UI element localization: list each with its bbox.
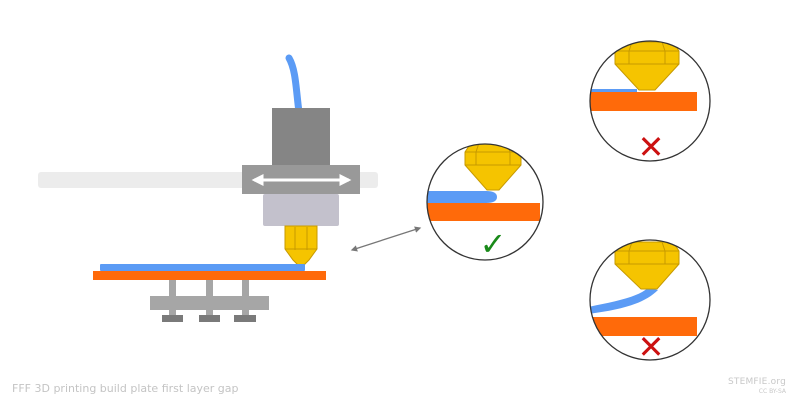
filament-feed [285,54,303,116]
wrong-cross-mark: ✕ [638,128,665,166]
wrong-cross-mark: ✕ [638,328,665,366]
detail-nozzle-too-close: ✕ [589,40,711,166]
nozzle-detail [614,241,680,290]
heater-block [263,194,339,226]
build-plate [93,271,326,280]
printer-overview [38,54,422,322]
bed-support [150,280,269,316]
filament-detail [590,288,658,314]
bed-leveling-screws [162,315,256,322]
license-label: CC BY-SA [758,388,786,395]
filament-detail [427,191,497,203]
extruder-block [272,108,330,166]
build-plate-detail [427,203,540,221]
detail-correct-gap: ✓ [426,143,544,263]
zoom-pointer-arrow [350,226,422,252]
diagram-caption: FFF 3D printing build plate first layer … [12,382,239,395]
first-layer-filament [100,264,305,271]
brand-name: STEMFIE [727,377,768,387]
build-plate-detail [590,317,697,336]
correct-check-mark: ✓ [480,225,507,263]
build-plate-detail [590,92,697,111]
nozzle-detail [464,144,522,191]
brand-logo: STEMFIE.org CC BY-SA [728,378,786,395]
detail-nozzle-too-far: ✕ [589,239,711,366]
nozzle [284,225,318,267]
nozzle-detail [614,41,680,91]
brand-tld: .org [767,377,786,387]
filament-detail [590,89,637,92]
